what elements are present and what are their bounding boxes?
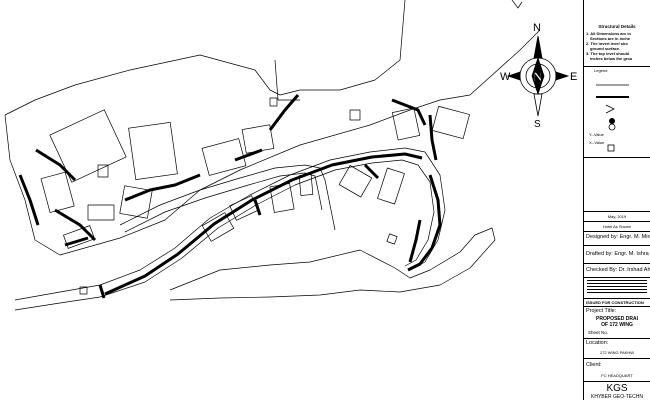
legend-panel: Y--Value X--Value bbox=[584, 66, 650, 157]
legend-y-value: Y--Value bbox=[589, 132, 604, 137]
building-u bbox=[269, 97, 278, 107]
drain-south-3 bbox=[363, 163, 380, 180]
building-a bbox=[49, 109, 127, 183]
location-value: 172 WING PAKHW bbox=[599, 350, 635, 355]
drain-north-3 bbox=[234, 148, 263, 162]
divider-7 bbox=[584, 277, 650, 278]
road-edge-lower bbox=[14, 159, 435, 311]
divider-8 bbox=[584, 298, 650, 299]
building-l bbox=[431, 105, 470, 140]
building-r bbox=[201, 212, 235, 242]
building-k bbox=[391, 107, 421, 141]
legend-x-value: X--Value bbox=[589, 140, 605, 145]
drain-northeast-1 bbox=[391, 98, 427, 126]
client-value: FC HEADQUART bbox=[601, 373, 633, 378]
drain-west-1 bbox=[35, 148, 77, 182]
legend-label: Legend bbox=[594, 68, 608, 73]
checked-by: Checked By: Dr. Irshad Ahm bbox=[586, 267, 650, 273]
note-line-2: Sections are in inche bbox=[590, 36, 631, 41]
note-line-1: 1. All Dimensions are in bbox=[586, 31, 631, 36]
drain-west-2 bbox=[18, 174, 40, 226]
compass-star bbox=[531, 56, 545, 96]
drawing-date: May, 2019 bbox=[607, 214, 627, 219]
compass-north-spike bbox=[533, 35, 543, 59]
divider-12 bbox=[584, 381, 650, 382]
drain-south-4 bbox=[408, 219, 422, 263]
company-short-name: KGS bbox=[606, 383, 628, 394]
divider-10 bbox=[584, 338, 650, 339]
divider-6 bbox=[584, 263, 650, 264]
note-line-3: 2. The invert level sho bbox=[586, 41, 628, 46]
building-j bbox=[349, 109, 361, 121]
note-line-6: inches below the grou bbox=[590, 56, 633, 61]
company-full-name: KHYBER GEO-TECHN bbox=[591, 394, 643, 400]
designed-by: Designed by: Engr. M. Mira bbox=[586, 234, 650, 240]
drain-north-1 bbox=[124, 173, 201, 202]
building-m bbox=[338, 165, 373, 198]
client-label: Client: bbox=[586, 362, 602, 368]
building-c bbox=[97, 164, 109, 178]
drain-west-3 bbox=[54, 208, 97, 242]
divider-11 bbox=[584, 358, 650, 359]
disclaimer-fineprint bbox=[587, 280, 647, 294]
project-title-label: Project Title: bbox=[586, 308, 617, 314]
compass-label-e: E bbox=[570, 71, 577, 83]
road-edge-upper bbox=[14, 147, 446, 301]
internal-lane-edge bbox=[124, 172, 323, 233]
project-title-line-2: OF 172 WING bbox=[601, 322, 633, 328]
site-boundary-lower bbox=[4, 99, 441, 256]
building-h bbox=[201, 138, 247, 176]
note-line-5: 3. The top level should bbox=[586, 51, 630, 56]
legend-symbols bbox=[596, 84, 629, 152]
compass-label-w: W bbox=[500, 71, 511, 83]
compass-center-letter: N bbox=[533, 69, 543, 84]
drain-northeast-2 bbox=[428, 114, 438, 161]
building-f bbox=[119, 185, 153, 219]
building-t bbox=[79, 286, 88, 295]
drafted-by: Drafted by: Engr. M. Ishra bbox=[586, 251, 649, 257]
divider-4 bbox=[584, 231, 650, 232]
divider-3 bbox=[584, 221, 650, 222]
divider-2 bbox=[584, 211, 650, 212]
issued-for-construction: ISSUED FOR CONSTRUCTION bbox=[586, 300, 644, 305]
terrain-northeast-corner bbox=[511, 0, 523, 9]
terrain-east-line bbox=[439, 29, 541, 101]
divider-5 bbox=[584, 245, 650, 246]
drain-south-1 bbox=[98, 284, 106, 299]
compass-west-spike bbox=[506, 71, 521, 81]
footer-cell: Hotel As Shown bbox=[602, 224, 632, 229]
compass-label-n: N bbox=[533, 22, 541, 34]
site-boundary bbox=[4, 0, 406, 116]
structural-details-heading: Structural Details bbox=[598, 24, 636, 29]
compass-south-spike bbox=[533, 93, 543, 117]
divider-9 bbox=[584, 306, 650, 307]
building-s bbox=[386, 233, 398, 245]
building-e bbox=[87, 204, 115, 221]
building-g bbox=[63, 225, 95, 249]
location-label: Location: bbox=[586, 340, 609, 346]
divider-1 bbox=[584, 157, 650, 158]
drain-north-2 bbox=[268, 94, 300, 131]
north-arrow-compass: N S W E N bbox=[500, 22, 577, 128]
drain-main-road bbox=[104, 152, 423, 296]
sheet-no-label: Sheet No. bbox=[588, 330, 609, 335]
note-line-4: ground surface. bbox=[590, 46, 621, 51]
building-n bbox=[377, 167, 405, 205]
compass-east-spike bbox=[555, 71, 570, 81]
building-b bbox=[128, 121, 178, 181]
terrain-south-line bbox=[169, 227, 496, 301]
internal-lane bbox=[119, 164, 336, 231]
title-block: Structural Details 1. All Dimensions are… bbox=[583, 0, 650, 400]
site-plan-drawing bbox=[4, 0, 541, 311]
building-d bbox=[40, 171, 75, 213]
compass-label-s: S bbox=[534, 119, 541, 128]
drain-west-4 bbox=[64, 236, 89, 247]
project-title-line-1: PROPOSED DRAI bbox=[596, 316, 638, 322]
drain-south-2 bbox=[253, 199, 262, 216]
drain-east-loop bbox=[407, 174, 442, 272]
